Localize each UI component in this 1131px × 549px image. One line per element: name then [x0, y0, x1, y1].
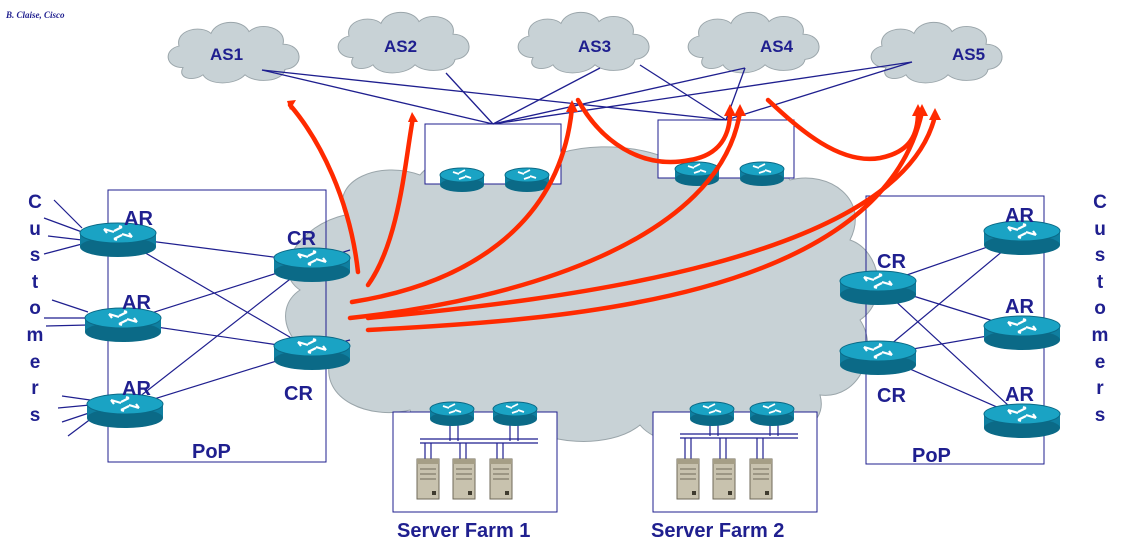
- server-farm-2-label: Server Farm 2: [651, 520, 785, 542]
- left-ar1-label: AR: [124, 208, 153, 230]
- customers-left-char: m: [26, 324, 44, 346]
- as4-label: AS4: [760, 37, 794, 56]
- right-ar1-label: AR: [1005, 205, 1034, 227]
- customers-left-char: u: [29, 218, 41, 240]
- flow-to-as5: [365, 113, 938, 321]
- customers-right-char: t: [1096, 271, 1104, 293]
- server-farm-2-lan: [680, 418, 798, 462]
- right-ar3-label: AR: [1005, 384, 1034, 406]
- as1-label: AS1: [210, 45, 243, 64]
- as5-label: AS5: [952, 45, 985, 64]
- as4-cloud: [687, 11, 820, 74]
- left-cr1-label: CR: [287, 228, 316, 250]
- flow-to-as1: [287, 102, 361, 275]
- customers-left-char: s: [29, 245, 41, 267]
- customers-left-char: o: [29, 298, 41, 320]
- flow-to-as3: [349, 105, 575, 305]
- customers-left-char: r: [31, 378, 39, 400]
- right-pop-label: PoP: [912, 445, 951, 467]
- customers-left-char: e: [29, 351, 41, 373]
- flow-as3-loop: [575, 97, 733, 165]
- customers-right-char: e: [1094, 351, 1106, 373]
- customers-left-char: C: [28, 192, 42, 213]
- flow-as4-loop: [765, 97, 921, 162]
- customers-right-char: o: [1094, 298, 1106, 320]
- as3-label: AS3: [578, 37, 611, 56]
- left-cr2-label: CR: [284, 383, 313, 405]
- flow-to-as4-b: [365, 109, 925, 333]
- credit-text: B. Claise, Cisco: [6, 10, 65, 20]
- customers-right-char: m: [1091, 324, 1109, 346]
- customers-right-char: C: [1093, 192, 1107, 213]
- left-pop-label: PoP: [192, 441, 231, 463]
- flow-to-as2: [365, 115, 416, 288]
- peering-links: [261, 61, 913, 125]
- customers-right-char: r: [1096, 378, 1104, 400]
- customers-left-char: t: [31, 271, 39, 293]
- left-ar3-label: AR: [122, 378, 151, 400]
- traffic-arrowheads: [287, 100, 941, 122]
- right-cr2-label: CR: [877, 385, 906, 407]
- customers-right-char: s: [1094, 245, 1106, 267]
- flow-to-as4-a: [347, 109, 743, 321]
- customers-left: C u s t o m e r s: [20, 190, 50, 429]
- right-ar2-label: AR: [1005, 296, 1034, 318]
- server-farm-1-lan: [420, 420, 538, 462]
- server-farm-1-label: Server Farm 1: [397, 520, 531, 542]
- customers-left-char: s: [29, 404, 41, 426]
- traffic-flows: [287, 97, 938, 333]
- customers-right-char: s: [1094, 404, 1106, 426]
- left-ar2-label: AR: [122, 292, 151, 314]
- customers-right-char: u: [1094, 218, 1106, 240]
- customers-right: C u s t o m e r s: [1085, 190, 1115, 429]
- right-cr1-label: CR: [877, 251, 906, 273]
- as2-label: AS2: [384, 37, 417, 56]
